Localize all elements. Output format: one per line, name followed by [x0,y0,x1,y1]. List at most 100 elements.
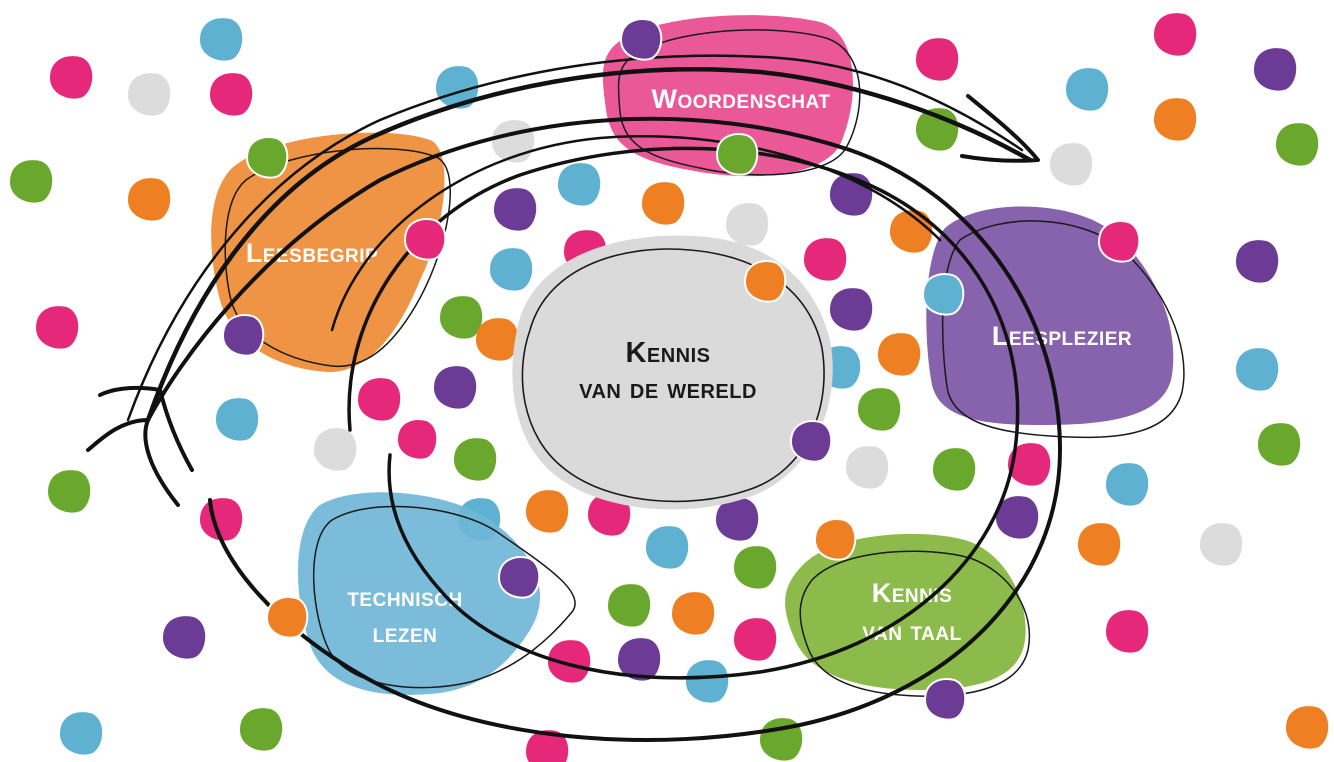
orange-dot [1078,523,1121,566]
leesbegrip-label: Leesbegrip [246,238,378,268]
pink-dot [210,73,253,116]
blue-dot [646,526,689,569]
node-leesplezier: Leesplezier [926,206,1185,439]
pink-dot [1008,443,1051,486]
purple-dot [996,496,1039,539]
orange-dot [878,333,921,376]
blue-dot [490,248,533,291]
purple-dot [221,314,265,357]
leesplezier-outline [941,220,1185,439]
blue-dot [60,712,103,755]
technisch-lezen-label-line-2: lezen [373,618,438,648]
green-dot [48,470,91,513]
green-dot [1276,123,1319,166]
blue-dot [921,273,965,316]
green-dot [454,438,497,481]
pink-dot [916,38,959,81]
grey-dot [846,446,889,489]
spiral-arrow-outer-stroke-2 [126,54,1024,422]
pink-dot [50,56,93,99]
grey-dot [128,73,171,116]
spiral-arrow-tail [86,385,194,507]
pink-dot [734,618,777,661]
green-dot [1258,423,1301,466]
pink-dot [548,640,591,683]
blue-dot [558,163,601,206]
green-dot [440,296,483,339]
accent-dots [221,18,1141,721]
confetti-dots [10,13,1329,762]
green-dot [245,136,289,179]
green-dot [858,388,901,431]
spiral-arrow [86,54,1062,742]
pink-dot [1097,220,1141,263]
leesbegrip-shape [211,132,445,372]
grey-dot [726,203,769,246]
spiral-arrowhead [960,94,1040,163]
orange-dot [642,182,685,225]
technisch-lezen-shape [298,492,541,695]
purple-dot [1236,240,1279,283]
center-label-line-1: Kennis [625,337,710,369]
pink-dot [200,498,243,541]
green-dot [933,448,976,491]
orange-dot [672,592,715,635]
spiral-arrow-ring-2 [347,146,1020,680]
purple-dot [716,498,759,541]
orange-dot [476,318,519,361]
spiral-arrow-outer-stroke [145,67,1033,423]
pink-dot [804,238,847,281]
green-dot [715,133,759,176]
orange-dot [128,178,171,221]
pink-dot [526,730,569,762]
node-technisch-lezen: technisch lezen [298,492,576,695]
leesbegrip-outline [224,147,451,368]
node-kennis-van-taal: Kennis van taal [785,533,1031,697]
green-dot [608,584,651,627]
purple-dot [163,616,206,659]
purple-dot [618,638,661,681]
spiral-arrow-ring-3 [330,135,942,332]
blue-dot [436,66,479,109]
pink-dot [1154,13,1197,56]
pink-dot [1106,610,1149,653]
blue-dot [1236,348,1279,391]
spiral-arrow-ring-1 [146,116,1062,742]
purple-dot [923,678,967,721]
grey-dot [1200,523,1243,566]
purple-dot [1254,48,1297,91]
orange-dot [743,260,787,303]
purple-dot [619,18,663,61]
leesplezier-label: Leesplezier [992,321,1132,351]
technisch-lezen-outline [312,505,576,689]
orange-dot [526,490,569,533]
grey-dot [1050,143,1093,186]
green-dot [734,546,777,589]
technisch-lezen-label-line-1: technisch [347,582,462,612]
orange-dot [890,210,933,253]
pink-dot [358,378,401,421]
orange-dot [265,596,309,639]
woordenschat-label: Woordenschat [652,84,831,114]
kennis-van-taal-outline [799,550,1031,697]
center-label-line-2: van de wereld [579,373,757,405]
center-node-shape [512,235,833,510]
blue-dot [200,18,243,61]
blue-dot [1066,68,1109,111]
pink-dot [36,306,79,349]
purple-dot [434,366,477,409]
orange-dot [1154,98,1197,141]
purple-dot [497,556,541,599]
purple-dot [494,188,537,231]
green-dot [10,160,53,203]
pink-dot [395,418,439,461]
purple-dot [789,420,833,463]
center-node: Kennis van de wereld [512,235,833,510]
grey-dot [314,428,357,471]
purple-dot [830,288,873,331]
orange-dot [1286,706,1329,749]
orange-dot [813,518,857,561]
leesplezier-shape [926,206,1174,425]
